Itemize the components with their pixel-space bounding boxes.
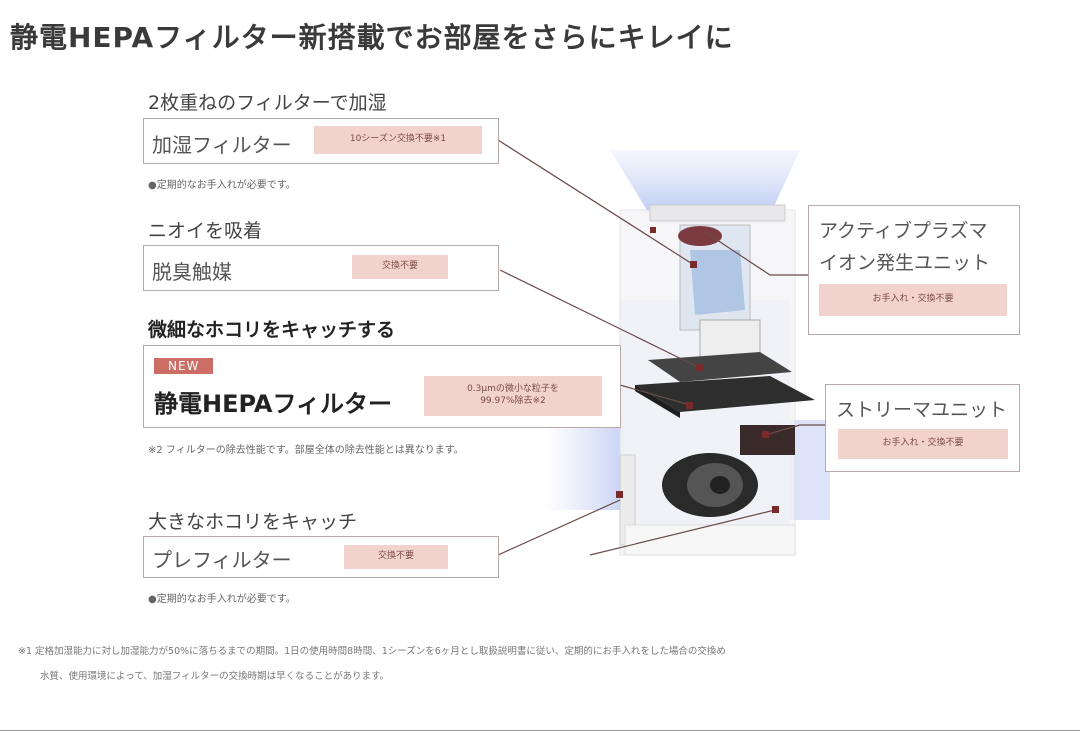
leader-prefilter-2 bbox=[589, 509, 776, 556]
plasma-tag: お手入れ・交換不要 bbox=[819, 284, 1007, 316]
purifier-top bbox=[649, 204, 786, 222]
leader-humid bbox=[497, 139, 695, 266]
plasma-name-line2: イオン発生ユニット bbox=[819, 252, 991, 274]
leader-streamer bbox=[764, 424, 825, 436]
prefilter-tag: 交換不要 bbox=[344, 545, 448, 569]
hepa-plate bbox=[635, 376, 815, 412]
deodor-heading: ニオイを吸着 bbox=[148, 220, 263, 242]
prefilter-box: プレフィルター 交換不要 bbox=[143, 536, 499, 578]
prefilter-heading: 大きなホコリをキャッチ bbox=[148, 511, 358, 533]
prefilter-note: ●定期的なお手入れが必要です。 bbox=[148, 594, 296, 605]
footnote-line1: ※1 定格加湿能力に対し加湿能力が50%に落ちるまでの期間。1日の使用時間8時間… bbox=[18, 646, 726, 657]
leader-plasma bbox=[704, 231, 808, 276]
hepa-tag: 0.3μmの微小な粒子を 99.97%除去※2 bbox=[424, 376, 602, 416]
streamer-unit bbox=[740, 425, 795, 455]
humidify-water bbox=[690, 250, 745, 315]
marker-prefilter bbox=[616, 491, 623, 498]
footnote-line2: 水質、使用環境によって、加湿フィルターの交換時期は早くなることがあります。 bbox=[40, 671, 390, 682]
humid-filter-tag: 10シーズン交換不要※1 bbox=[314, 126, 482, 154]
leader-deodor bbox=[499, 269, 701, 369]
marker-humid bbox=[690, 261, 697, 268]
deodor-box: 脱臭触媒 交換不要 bbox=[143, 245, 499, 291]
humid-heading: 2枚重ねのフィルターで加湿 bbox=[148, 92, 387, 114]
marker-plasma bbox=[650, 227, 656, 233]
base-panel bbox=[624, 524, 796, 556]
hepa-note: ※2 フィルターの除去性能です。部屋全体の除去性能とは異なります。 bbox=[148, 445, 464, 456]
marker-hepa bbox=[686, 402, 693, 409]
page-title: 静電HEPAフィルター新搭載でお部屋をさらにキレイに bbox=[10, 21, 734, 54]
deodor-name: 脱臭触媒 bbox=[152, 260, 232, 284]
streamer-tag: お手入れ・交換不要 bbox=[838, 429, 1008, 459]
streamer-name: ストリーマユニット bbox=[836, 399, 1008, 421]
humid-filter-box: 加湿フィルター 10シーズン交換不要※1 bbox=[143, 118, 499, 164]
deodor-tag: 交換不要 bbox=[352, 255, 448, 279]
hepa-tag-line1: 0.3μmの微小な粒子を bbox=[467, 384, 559, 395]
plasma-name-line1: アクティブプラズマ bbox=[819, 220, 988, 242]
fan-center bbox=[710, 476, 730, 494]
hepa-box: NEW 静電HEPAフィルター 0.3μmの微小な粒子を 99.97%除去※2 bbox=[143, 345, 621, 428]
marker-prefilter-2 bbox=[772, 506, 779, 513]
leader-hepa bbox=[619, 384, 691, 406]
plasma-module bbox=[678, 226, 722, 246]
hepa-tag-line2: 99.97%除去※2 bbox=[480, 396, 546, 406]
marker-streamer bbox=[762, 431, 769, 438]
plasma-box: アクティブプラズマ イオン発生ユニット お手入れ・交換不要 bbox=[808, 205, 1020, 335]
hepa-heading: 微細なホコリをキャッチする bbox=[148, 319, 396, 341]
prefilter-name: プレフィルター bbox=[152, 548, 292, 572]
leader-prefilter bbox=[497, 499, 621, 556]
humid-note: ●定期的なお手入れが必要です。 bbox=[148, 180, 296, 191]
hepa-plate-edge bbox=[635, 385, 680, 418]
airflow-left bbox=[545, 420, 625, 510]
streamer-box: ストリーマユニット お手入れ・交換不要 bbox=[825, 384, 1020, 472]
humid-filter-name: 加湿フィルター bbox=[152, 133, 292, 157]
new-badge: NEW bbox=[154, 358, 214, 374]
airflow-top bbox=[610, 150, 800, 215]
bottom-divider bbox=[0, 730, 1080, 747]
hepa-name: 静電HEPAフィルター bbox=[154, 390, 392, 418]
marker-deodor bbox=[696, 364, 703, 371]
